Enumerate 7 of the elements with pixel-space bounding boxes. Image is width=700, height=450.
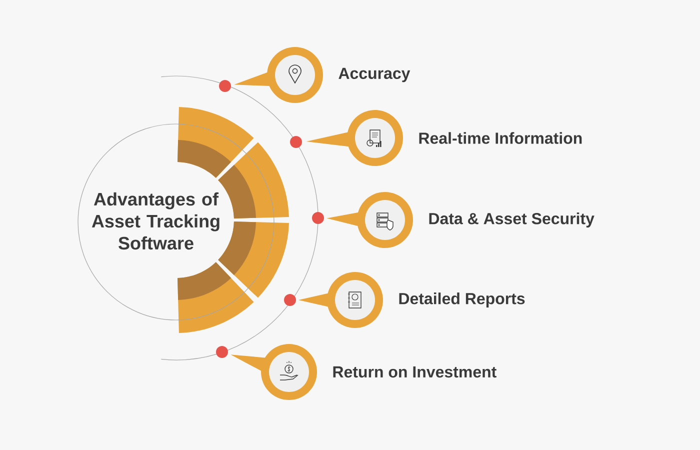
- item-label: Accuracy: [338, 68, 410, 82]
- item-label: Real-time Information: [419, 132, 582, 144]
- title-text: Advantages of Asset Tracking Software: [92, 192, 220, 250]
- item-label: Return on Investment: [333, 366, 496, 378]
- item-label: Detailed Reports: [399, 292, 525, 308]
- center-circle: [78, 124, 274, 320]
- item-label: Data & Asset Security: [429, 212, 594, 228]
